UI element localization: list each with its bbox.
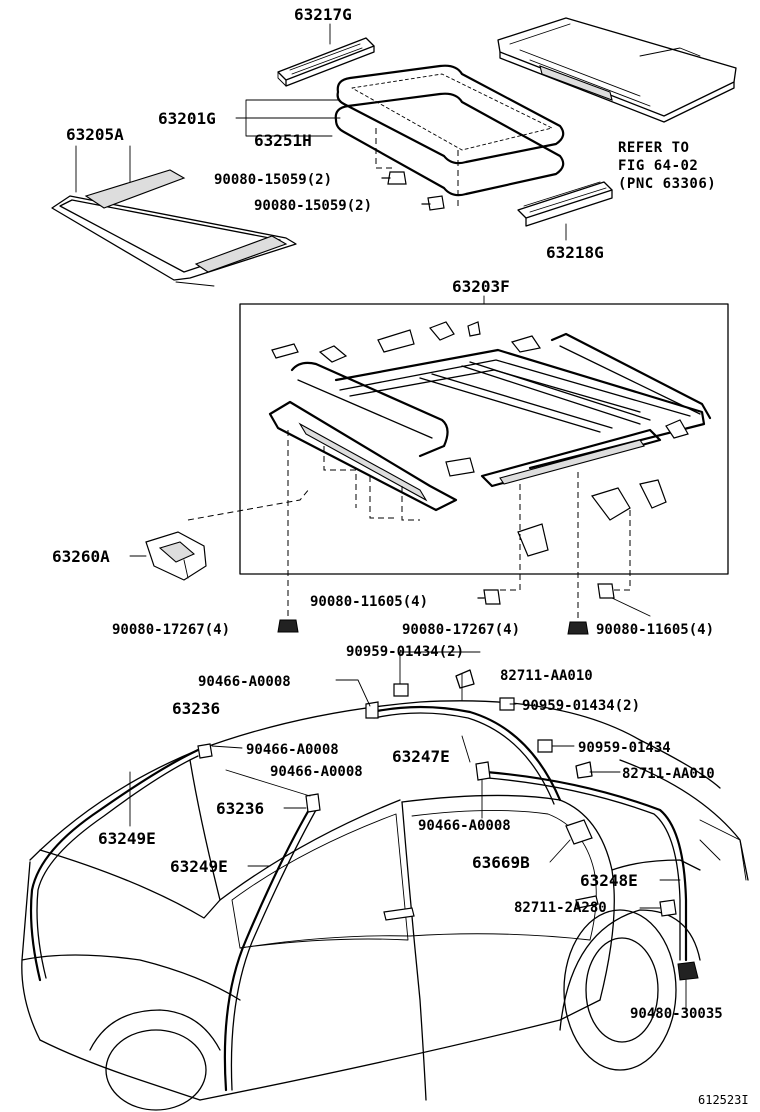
- label-63203F: 63203F: [452, 277, 510, 296]
- label-63251H: 63251H: [254, 131, 312, 150]
- label-63248E: 63248E: [580, 871, 638, 890]
- nut-90080-17267-b: [567, 621, 589, 635]
- screw-90080-11605-a: [477, 589, 501, 605]
- refer-line-1: REFER TO: [618, 140, 689, 156]
- label-90480-30035: 90480-30035: [630, 1006, 723, 1022]
- label-63249E-a: 63249E: [98, 829, 156, 848]
- label-63249E-b: 63249E: [170, 857, 228, 876]
- leader-63201G: [235, 99, 341, 119]
- housing-assembly-box: [239, 303, 729, 575]
- label-63205A: 63205A: [66, 125, 124, 144]
- grommet-90959-01434-a: [393, 683, 409, 697]
- label-90466-A0008-b: 90466-A0008: [246, 742, 339, 758]
- label-63218G: 63218G: [546, 243, 604, 262]
- grommet-90959-01434-b: [499, 697, 515, 711]
- connector-63669B: [565, 819, 593, 845]
- refer-line-2: FIG 64-02: [618, 158, 698, 174]
- clamp-82711-AA010-b: [575, 761, 593, 779]
- label-63201G: 63201G: [158, 109, 216, 128]
- screw-90080-15059-b: [421, 195, 445, 211]
- label-90080-11605-a: 90080-11605(4): [310, 594, 428, 610]
- clip-63236-b: [305, 793, 321, 813]
- drain-hose-63248E: [484, 770, 688, 962]
- label-90080-15059-a: 90080-15059(2): [214, 172, 332, 188]
- clip-90466-A0008-a: [365, 701, 379, 719]
- screw-90080-11605-b: [597, 583, 651, 617]
- part-63260A-motor: [145, 531, 207, 581]
- clip-90466-A0008-c: [475, 761, 491, 781]
- part-63218G-rail: [517, 181, 613, 227]
- nut-90080-17267-a: [277, 619, 299, 633]
- figure-code: 612523I: [698, 1093, 749, 1107]
- grommet-90959-01434-c: [537, 739, 553, 753]
- label-82711-AA010-b: 82711-AA010: [622, 766, 715, 782]
- sunshade-panel: [497, 17, 737, 123]
- drain-hose-63249E-front-left: [29, 748, 200, 982]
- label-63669B: 63669B: [472, 853, 530, 872]
- label-90959-01434-c: 90959-01434: [578, 740, 671, 756]
- label-63236-b: 63236: [216, 799, 264, 818]
- label-90466-A0008-a: 90466-A0008: [198, 674, 291, 690]
- car-body-outline: [21, 700, 749, 1111]
- label-90080-15059-b: 90080-15059(2): [254, 198, 372, 214]
- label-63260A: 63260A: [52, 547, 110, 566]
- part-63251H-seal: [334, 92, 565, 197]
- clip-63236-a: [197, 743, 213, 759]
- refer-line-3: (PNC 63306): [618, 176, 716, 192]
- label-90080-17267-a: 90080-17267(4): [112, 622, 230, 638]
- leader-63205A: [75, 145, 131, 193]
- drain-hose-63247E: [370, 705, 562, 805]
- label-90080-17267-b: 90080-17267(4): [402, 622, 520, 638]
- label-63247E: 63247E: [392, 747, 450, 766]
- drain-hose-63249E-front-right: [223, 806, 317, 1092]
- label-63217G: 63217G: [294, 5, 352, 24]
- part-63203F-housing: [268, 321, 712, 557]
- label-63236-a: 63236: [172, 699, 220, 718]
- leader-63251H: [245, 117, 333, 137]
- label-90466-A0008-d: 90466-A0008: [418, 818, 511, 834]
- label-90080-11605-b: 90080-11605(4): [596, 622, 714, 638]
- screw-90080-15059-a: [381, 171, 407, 185]
- plug-90480-30035: [677, 961, 699, 981]
- label-90466-A0008-c: 90466-A0008: [270, 764, 363, 780]
- label-82711-AA010-a: 82711-AA010: [500, 668, 593, 684]
- part-63201G-glass: [336, 64, 565, 165]
- label-90959-01434-a: 90959-01434(2): [346, 644, 464, 660]
- clamp-82711-2A280: [659, 899, 677, 917]
- part-63217G-rail: [277, 37, 375, 87]
- label-90959-01434-b: 90959-01434(2): [522, 698, 640, 714]
- clamp-82711-AA010-a: [455, 669, 475, 689]
- label-82711-2A280: 82711-2A280: [514, 900, 607, 916]
- part-63205A-frame: [51, 169, 297, 287]
